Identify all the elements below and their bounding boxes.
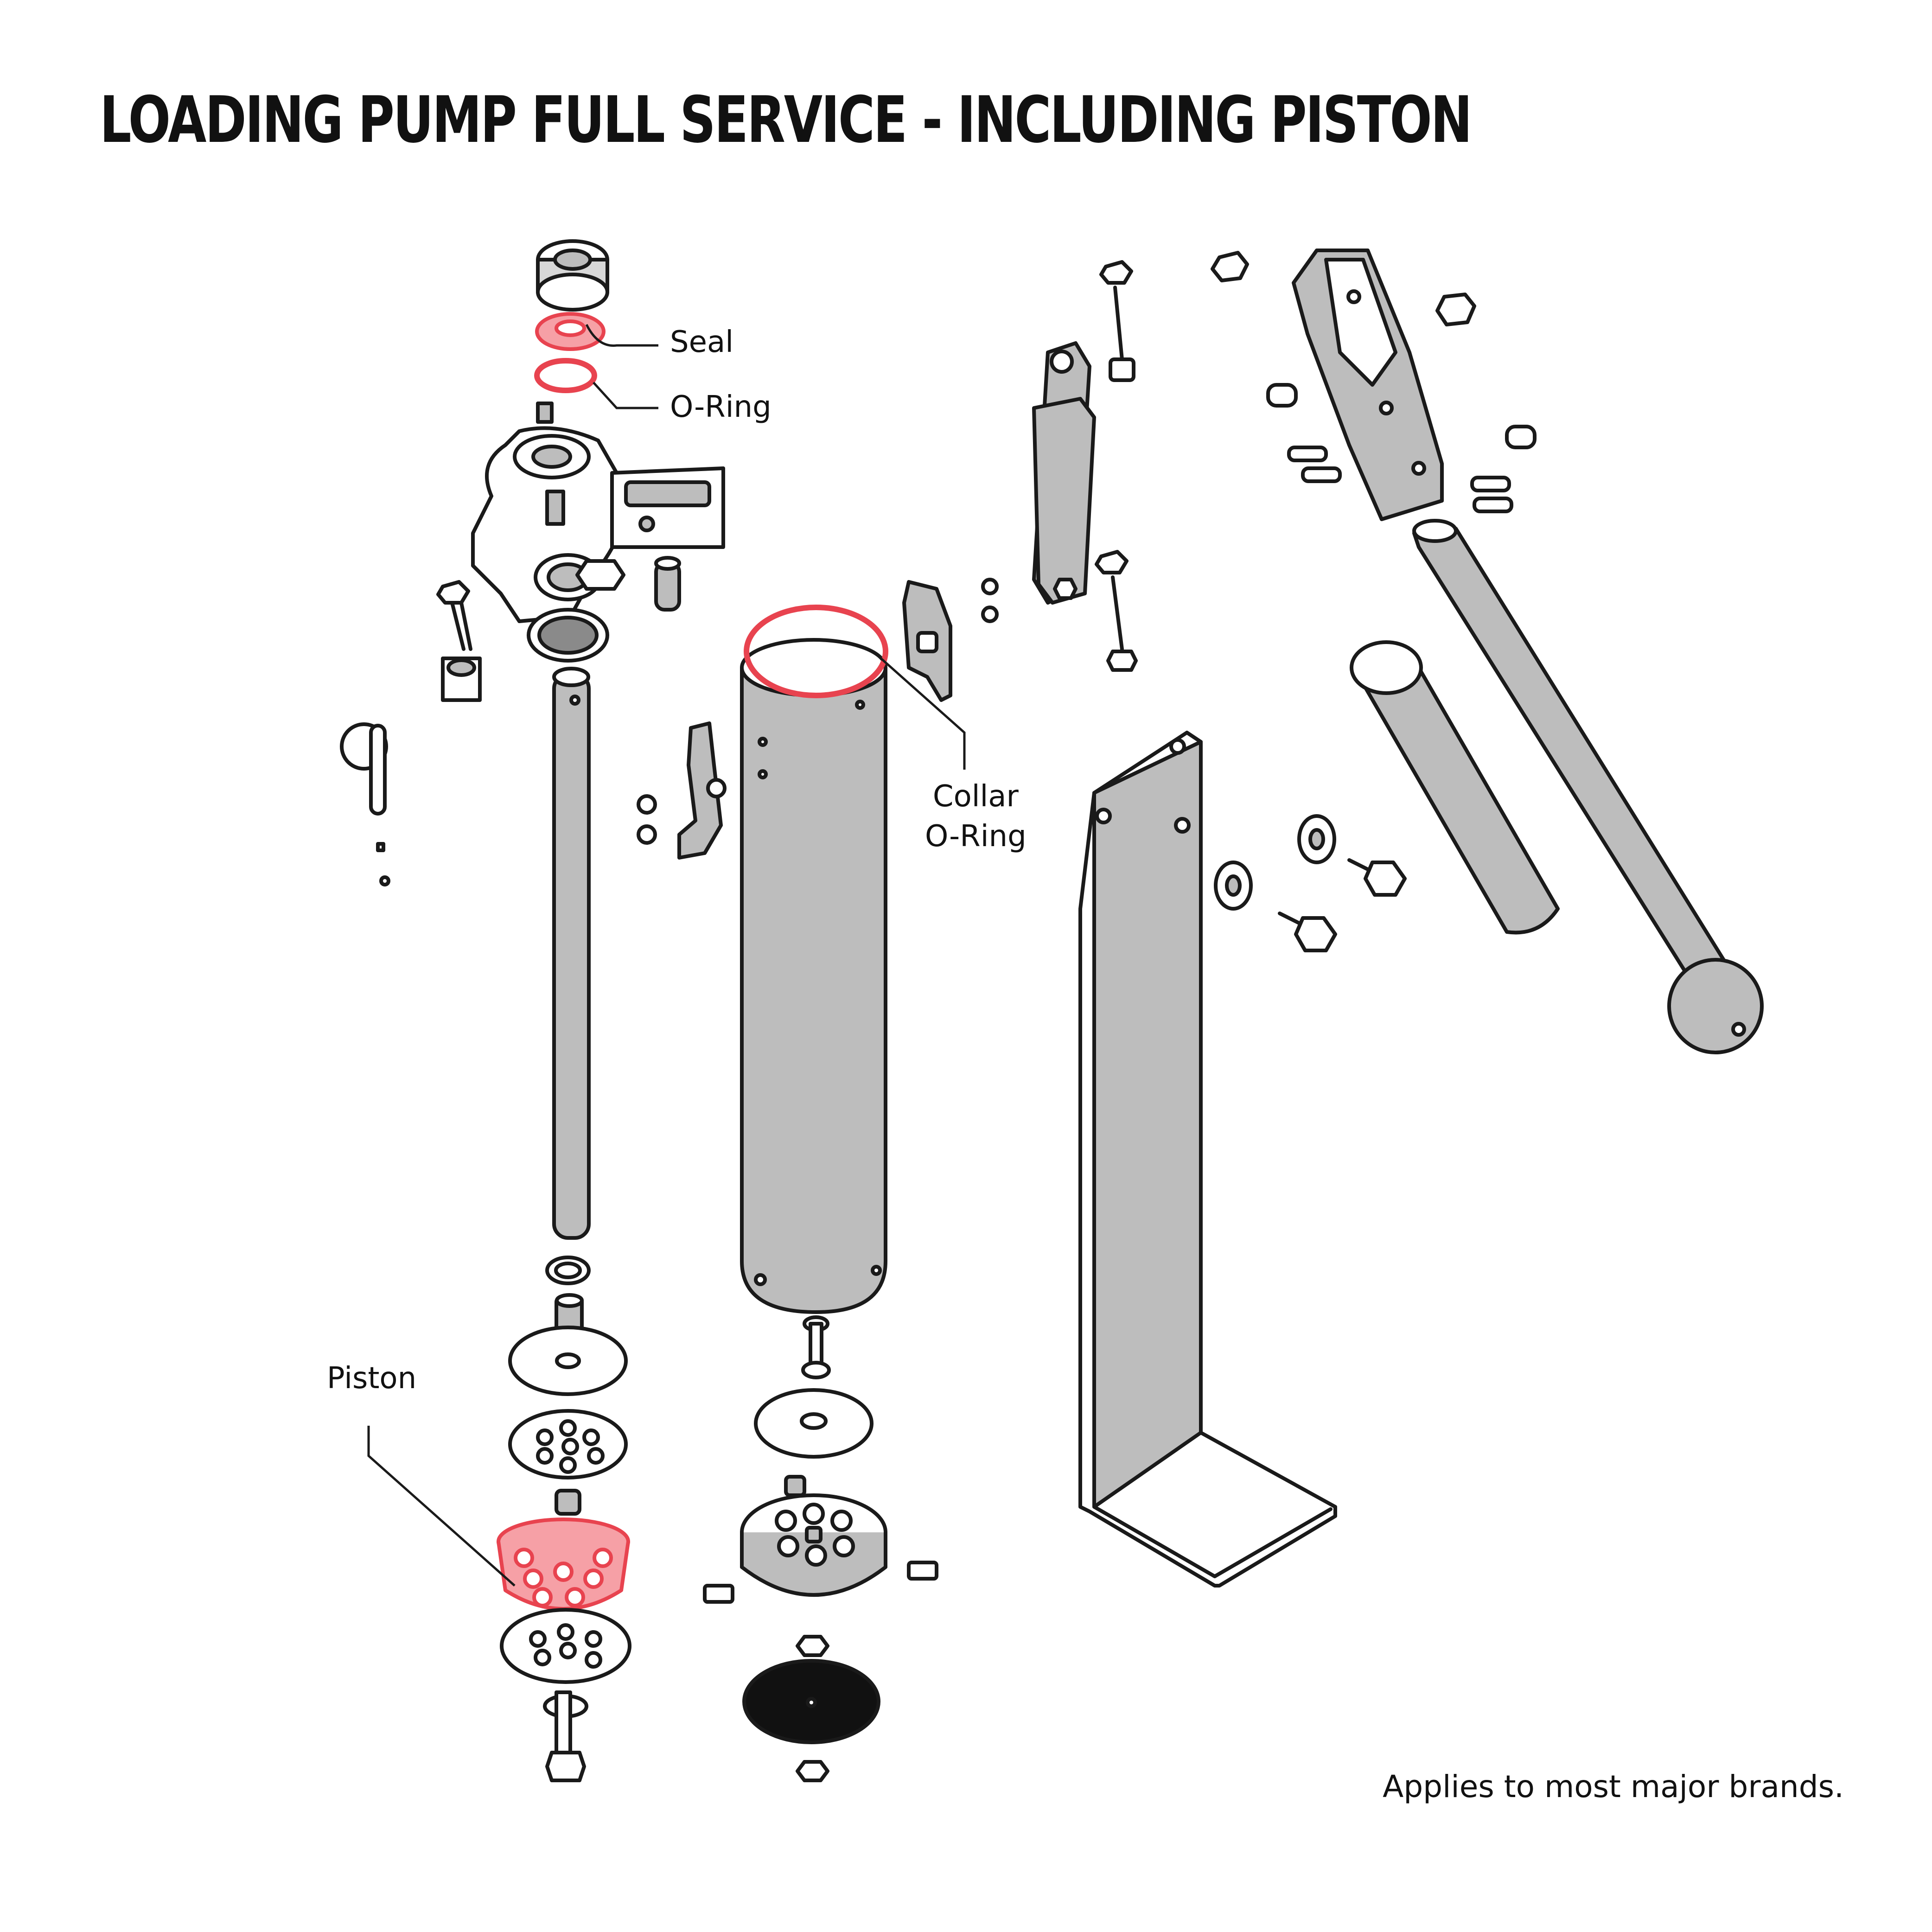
footer-note: Applies to most major brands. bbox=[1383, 1769, 1844, 1804]
seal-callout: Seal bbox=[670, 325, 733, 359]
latch-right bbox=[902, 580, 952, 702]
page-title: LOADING PUMP FULL SERVICE - INCLUDING PI… bbox=[100, 83, 1473, 157]
center-nut-lower bbox=[796, 1760, 829, 1782]
pump-barrel bbox=[740, 638, 887, 1314]
piston-callout: Piston bbox=[327, 1361, 417, 1396]
seal-leader-line bbox=[585, 324, 658, 347]
collar-o-ring-callout: Collar O-Ring bbox=[925, 777, 1027, 857]
small-nut-left bbox=[555, 1489, 581, 1516]
top-cap-nut bbox=[536, 239, 609, 312]
link-arm bbox=[1032, 341, 1096, 605]
perforated-disc-upper bbox=[508, 1409, 628, 1479]
black-gasket bbox=[742, 1659, 880, 1744]
collar-o-ring-part bbox=[744, 605, 888, 698]
pin-small bbox=[654, 556, 681, 612]
center-small-nut bbox=[784, 1475, 806, 1497]
handle-grip bbox=[1350, 640, 1560, 935]
seal-part bbox=[535, 312, 606, 351]
collar-o-ring-line-1: Collar bbox=[932, 779, 1019, 814]
collar-o-ring-leader-line bbox=[880, 657, 966, 770]
side-screw-left bbox=[703, 1584, 734, 1604]
piston-leader-line bbox=[367, 1426, 516, 1587]
base-plate bbox=[1078, 731, 1337, 1588]
screw-pair-left bbox=[637, 794, 657, 845]
top-disc bbox=[508, 1326, 628, 1396]
center-bolt bbox=[801, 1315, 831, 1379]
o-ring-leader-line bbox=[593, 382, 658, 409]
screw-pair-right bbox=[981, 578, 999, 623]
piston-rod bbox=[552, 667, 591, 1240]
snap-pin bbox=[340, 722, 390, 886]
perforated-disc-lower bbox=[500, 1608, 631, 1684]
link-bolt-top bbox=[1099, 260, 1135, 382]
latch-left bbox=[677, 721, 727, 860]
side-screw-right bbox=[907, 1561, 938, 1581]
pump-handle bbox=[1412, 519, 1764, 1054]
o-ring-part bbox=[534, 358, 597, 393]
link-bolt-bottom bbox=[1095, 550, 1138, 672]
center-disc bbox=[754, 1388, 874, 1459]
collar-o-ring-line-2: O-Ring bbox=[925, 819, 1027, 854]
bottom-bolt-left bbox=[543, 1690, 588, 1782]
o-ring-callout: O-Ring bbox=[670, 390, 772, 424]
valve-body bbox=[471, 402, 725, 663]
left-bolt bbox=[436, 580, 482, 702]
center-nut-upper bbox=[796, 1635, 829, 1657]
rod-washer bbox=[545, 1256, 591, 1285]
center-piston-body bbox=[740, 1493, 887, 1597]
washer-bolt-set bbox=[1214, 814, 1407, 952]
piston-part bbox=[497, 1518, 630, 1611]
handle-yoke bbox=[1292, 249, 1444, 521]
nut-cluster bbox=[1211, 251, 1537, 513]
